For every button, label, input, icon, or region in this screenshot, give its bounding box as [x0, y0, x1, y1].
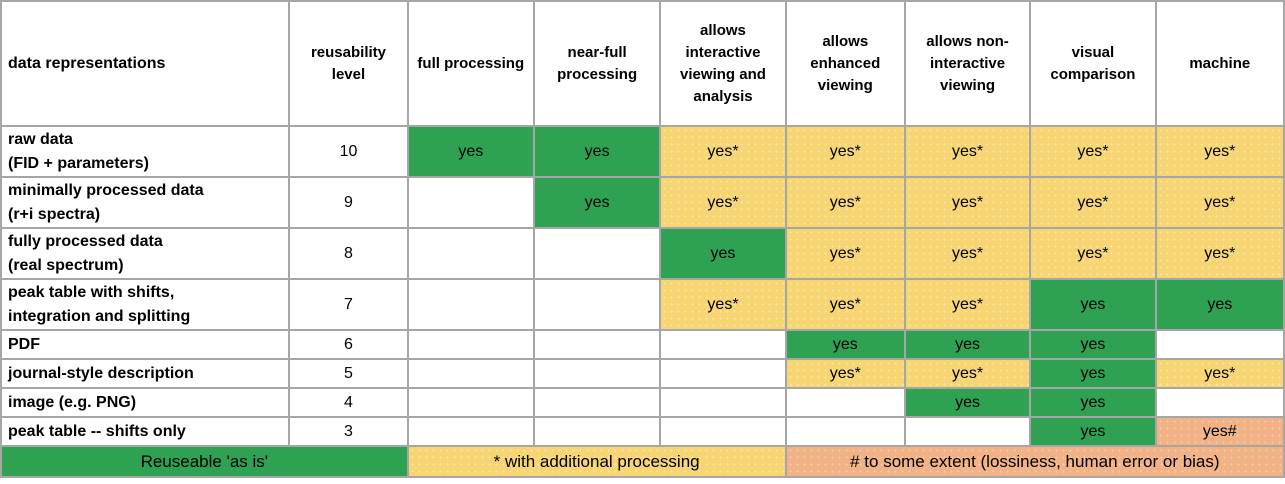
matrix-cell: yes*: [903, 125, 1032, 178]
matrix-cell: yes*: [1154, 176, 1285, 229]
matrix-cell: yes*: [659, 278, 787, 331]
matrix-cell: yes: [532, 176, 662, 229]
matrix-cell: yes*: [903, 176, 1032, 229]
matrix-cell: [1154, 329, 1285, 360]
matrix-cell: [1154, 387, 1285, 418]
matrix-cell: yes: [784, 329, 906, 360]
matrix-cell: yes*: [784, 278, 906, 331]
row-label: fully processed data (real spectrum): [0, 227, 291, 280]
row-label: PDF: [0, 329, 291, 360]
legend-reusable-as-is: Reuseable 'as is': [0, 445, 409, 478]
matrix-cell: yes: [1029, 358, 1157, 389]
matrix-cell: yes*: [1154, 358, 1285, 389]
reusability-level-cell: 4: [288, 387, 409, 418]
row-label: image (e.g. PNG): [0, 387, 291, 418]
matrix-cell: [532, 278, 662, 331]
column-header-visual-comparison: visual comparison: [1029, 0, 1157, 127]
matrix-cell: yes*: [1029, 176, 1157, 229]
row-label: raw data (FID + parameters): [0, 125, 291, 178]
header-row: data representations reusability level f…: [0, 0, 1285, 127]
matrix-cell: yes: [659, 227, 787, 280]
matrix-cell: yes*: [784, 227, 906, 280]
column-header-interactive-viewing: allows interactive viewing and analysis: [659, 0, 787, 127]
row-label: peak table with shifts, integration and …: [0, 278, 291, 331]
matrix-cell: yes*: [659, 125, 787, 178]
matrix-cell: [659, 387, 787, 418]
reusability-level-cell: 5: [288, 358, 409, 389]
matrix-cell: yes*: [784, 176, 906, 229]
column-header-non-interactive-viewing: allows non-interactive viewing: [903, 0, 1032, 127]
table-row: fully processed data (real spectrum)8 yes…: [0, 227, 1285, 280]
matrix-cell: [406, 227, 535, 280]
matrix-cell: [532, 227, 662, 280]
matrix-cell: yes*: [1029, 125, 1157, 178]
column-header-machine: machine: [1154, 0, 1285, 127]
table-row: peak table with shifts, integration and …: [0, 278, 1285, 331]
matrix-cell: [406, 358, 535, 389]
row-label: minimally processed data (r+i spectra): [0, 176, 291, 229]
matrix-cell: [406, 176, 535, 229]
matrix-cell: yes*: [1154, 227, 1285, 280]
matrix-cell: [532, 416, 662, 447]
reusability-level-cell: 9: [288, 176, 409, 229]
reusability-level-cell: 3: [288, 416, 409, 447]
reusability-level-cell: 8: [288, 227, 409, 280]
matrix-cell: yes: [532, 125, 662, 178]
matrix-cell: yes: [1029, 278, 1157, 331]
reusability-level-cell: 10: [288, 125, 409, 178]
matrix-cell: [659, 329, 787, 360]
matrix-cell: yes: [406, 125, 535, 178]
matrix-cell: [784, 416, 906, 447]
legend-to-some-extent: # to some extent (lossiness, human error…: [784, 445, 1285, 478]
column-header-data-representations: data representations: [0, 0, 291, 127]
column-header-enhanced-viewing: allows enhanced viewing: [784, 0, 906, 127]
matrix-cell: yes*: [784, 125, 906, 178]
matrix-cell: [659, 358, 787, 389]
matrix-cell: [406, 416, 535, 447]
column-header-near-full-processing: near-full processing: [532, 0, 662, 127]
matrix-cell: yes: [1029, 329, 1157, 360]
matrix-cell: [532, 387, 662, 418]
legend-row: Reuseable 'as is' * with additional proc…: [0, 445, 1285, 478]
matrix-cell: yes*: [903, 278, 1032, 331]
matrix-cell: yes*: [903, 227, 1032, 280]
matrix-cell: [406, 329, 535, 360]
matrix-cell: yes: [903, 329, 1032, 360]
row-label: journal-style description: [0, 358, 291, 389]
matrix-cell: [903, 416, 1032, 447]
matrix-cell: yes*: [903, 358, 1032, 389]
matrix-cell: yes: [1154, 278, 1285, 331]
matrix-cell: [532, 358, 662, 389]
row-label: peak table -- shifts only: [0, 416, 291, 447]
matrix-cell: yes#: [1154, 416, 1285, 447]
matrix-cell: yes: [1029, 387, 1157, 418]
matrix-cell: yes*: [1029, 227, 1157, 280]
matrix-cell: [532, 329, 662, 360]
reusability-level-cell: 6: [288, 329, 409, 360]
matrix-cell: yes*: [1154, 125, 1285, 178]
column-header-reusability-level: reusability level: [288, 0, 409, 127]
column-header-full-processing: full processing: [406, 0, 535, 127]
matrix-cell: yes*: [784, 358, 906, 389]
matrix-cell: [406, 387, 535, 418]
table-row: minimally processed data (r+i spectra)9 y…: [0, 176, 1285, 229]
matrix-cell: [784, 387, 906, 418]
matrix-cell: [659, 416, 787, 447]
matrix-cell: [406, 278, 535, 331]
reusability-level-cell: 7: [288, 278, 409, 331]
matrix-cell: yes*: [659, 176, 787, 229]
legend-additional-processing: * with additional processing: [406, 445, 787, 478]
matrix-cell: yes: [1029, 416, 1157, 447]
matrix-cell: yes: [903, 387, 1032, 418]
